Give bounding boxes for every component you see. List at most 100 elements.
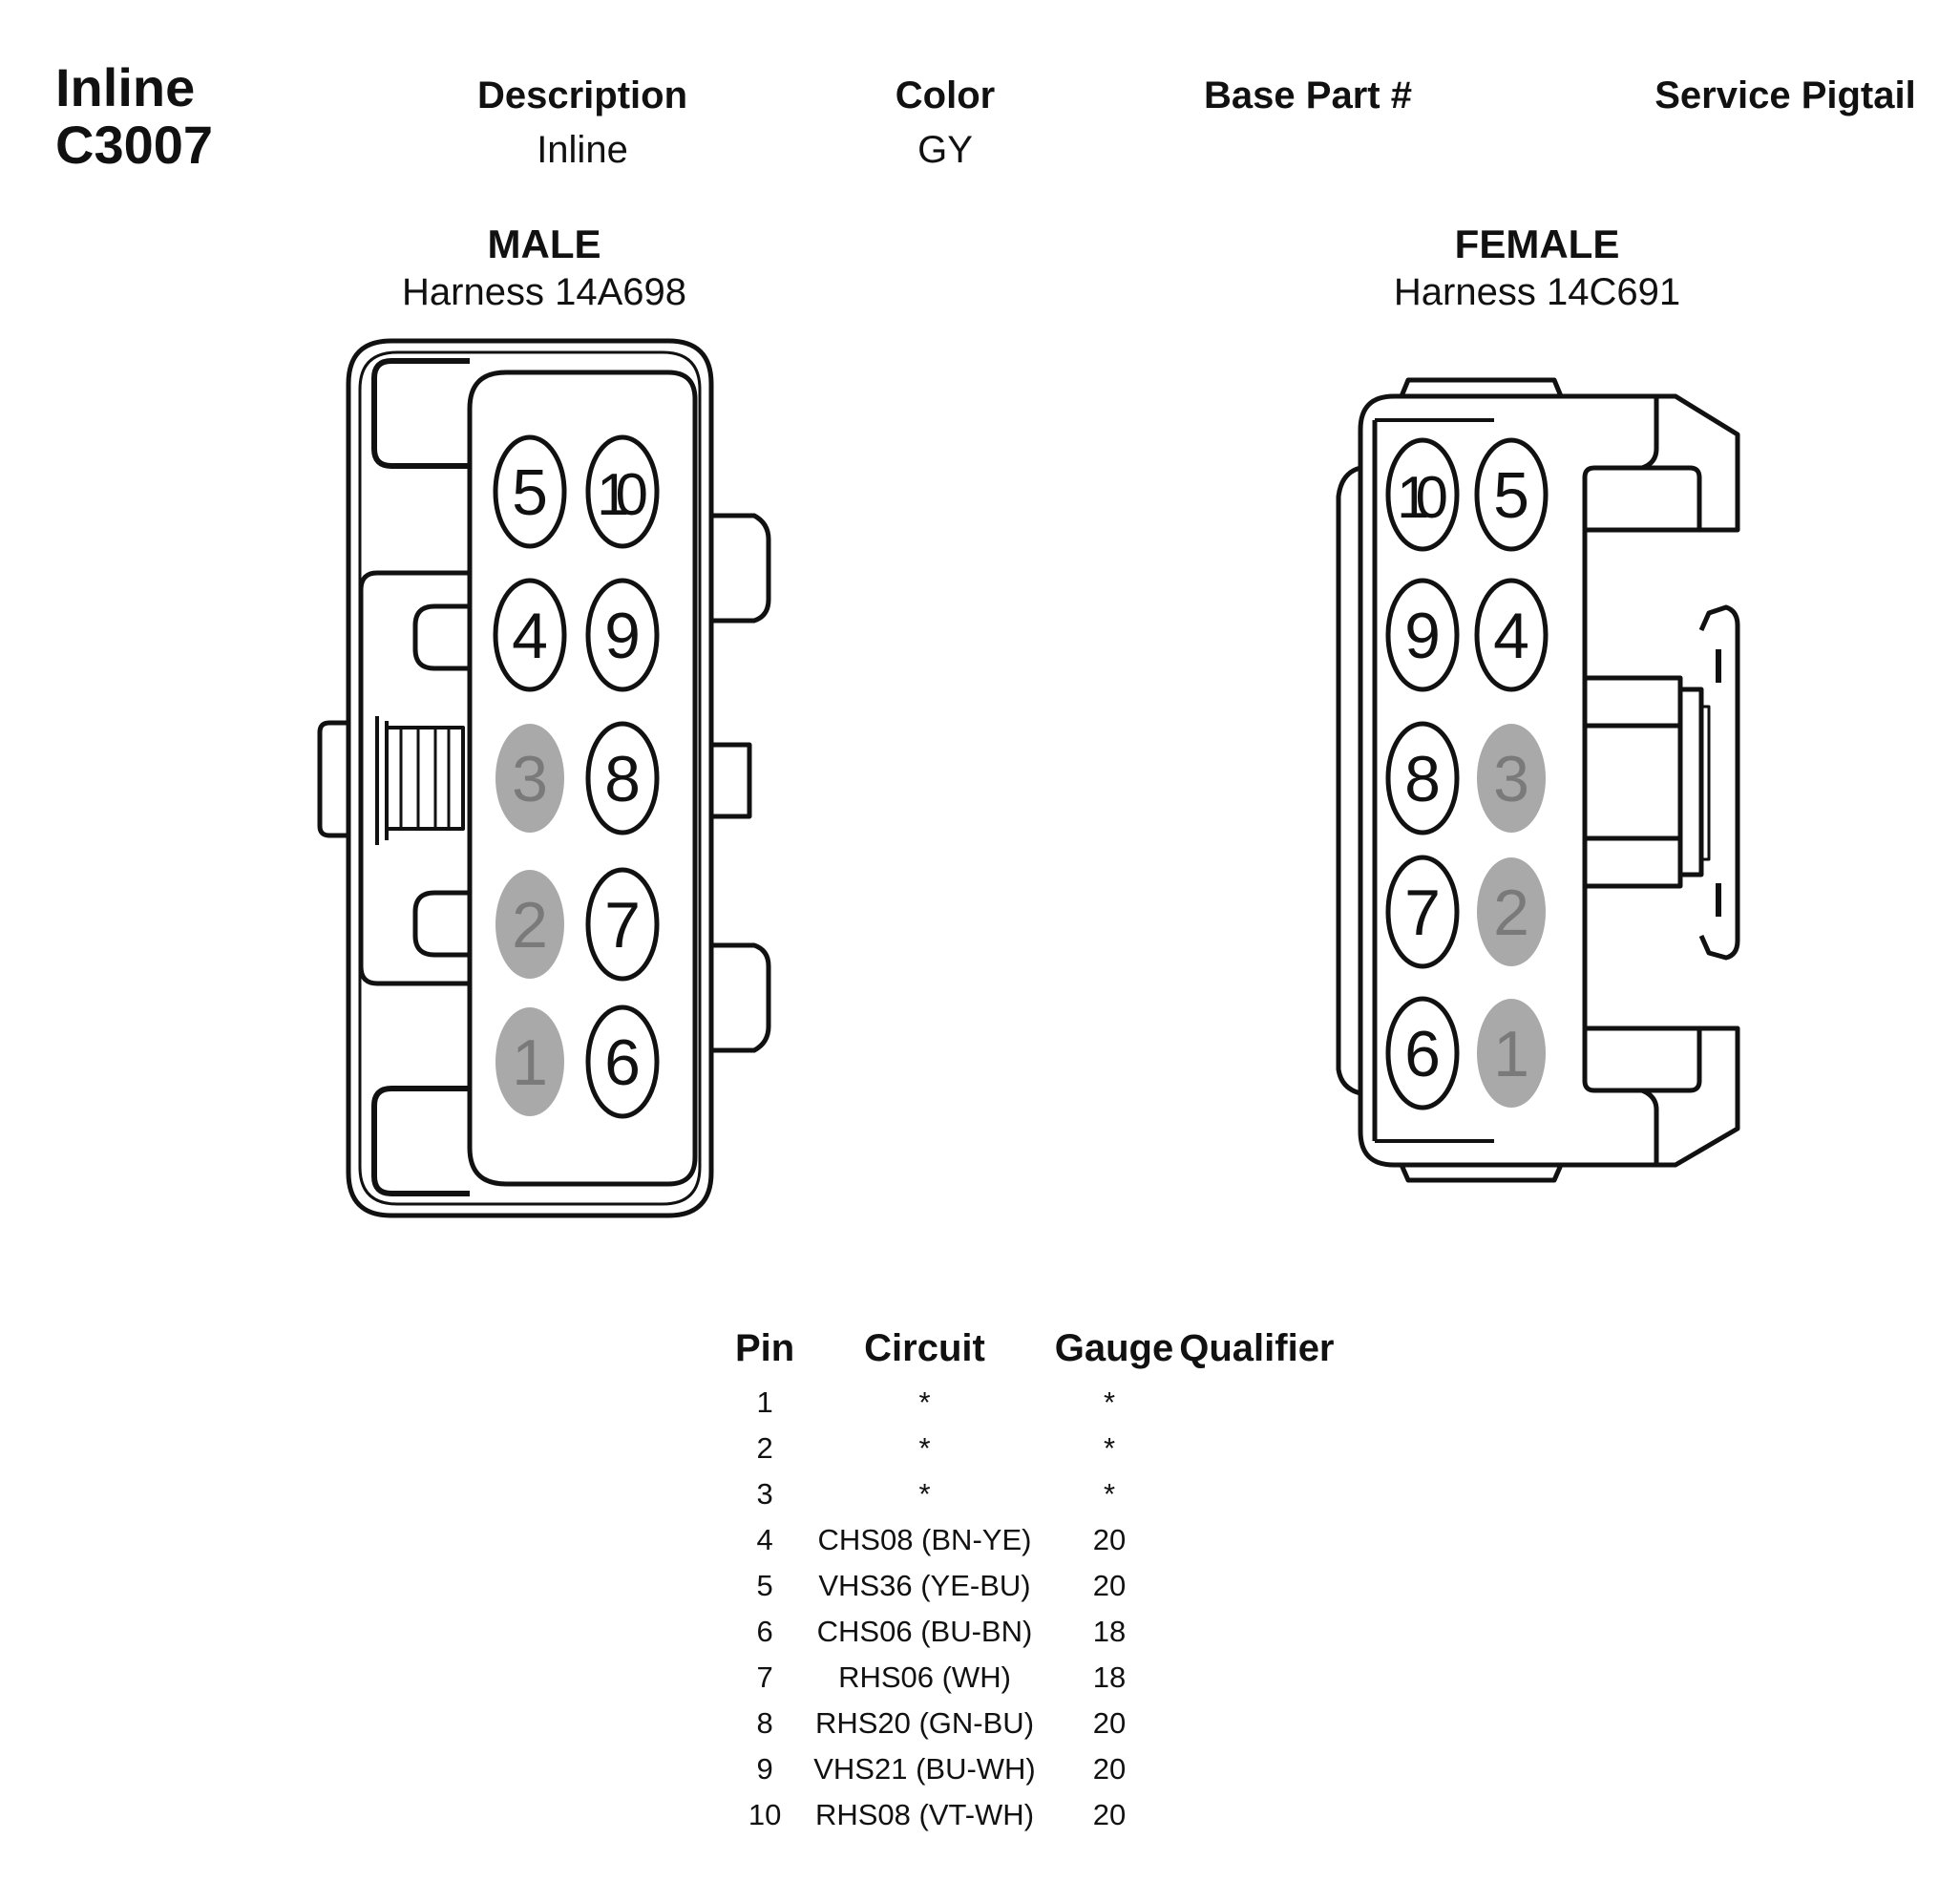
pin-table-header: Pin Circuit Gauge Qualifier [726,1327,1344,1380]
female-pin-label-3: 3 [1493,743,1529,815]
male-pin-4 [493,578,567,692]
female-pin-3 [1477,724,1546,833]
female-pin-label-7: 7 [1404,877,1441,949]
base-part-label: Base Part # [1204,74,1412,116]
color-column: Color GY [840,74,1050,172]
female-pin-4 [1474,578,1549,692]
circuit-cell: RHS08 (VT-WH) [814,1798,1035,1831]
gauge-cell: 20 [1092,1569,1127,1602]
female-pin-5 [1474,437,1549,552]
circuit-cell: CHS08 (BN-YE) [817,1523,1032,1556]
gauge-header: Gauge [1054,1327,1174,1369]
qualifier-cell [1173,1563,1343,1609]
circuit-cell: CHS06 (BU-BN) [816,1615,1033,1648]
circuit-cell: RHS20 (GN-BU) [814,1706,1035,1740]
male-harness: Harness 14A698 [402,271,686,313]
female-pin-label-5: 5 [1493,459,1529,532]
female-pin-10 [1385,437,1460,552]
male-pin-label-3: 3 [512,743,548,815]
service-pigtail-column: Service Pigtail [1623,74,1948,129]
qualifier-cell [1173,1471,1343,1517]
circuit-cell: * [918,1385,931,1419]
gauge-cell: 20 [1092,1798,1127,1831]
female-heading: FEMALE Harness 14C691 [1346,222,1728,314]
male-connector-outline [317,338,771,1218]
title-line-1: Inline [55,57,196,117]
qualifier-cell [1173,1792,1343,1838]
female-pin-6 [1385,996,1460,1110]
female-pin-label-1: 1 [1493,1018,1529,1090]
female-label: FEMALE [1454,222,1620,266]
description-value: Inline [537,129,628,171]
pin-number: 1 [756,1385,773,1419]
qualifier-cell [1173,1701,1343,1746]
circuit-cell: VHS21 (BU-WH) [813,1752,1036,1786]
base-part-column: Base Part # [1165,74,1451,129]
gauge-cell: 20 [1092,1523,1127,1556]
female-pin-7 [1385,855,1460,969]
gauge-cell: 18 [1092,1615,1127,1648]
female-pin-label-6: 6 [1404,1018,1441,1090]
female-pin-1 [1477,999,1546,1108]
male-pin-2 [495,870,564,979]
table-row: 10 RHS08 (VT-WH) 20 [726,1792,1344,1838]
qualifier-cell [1173,1426,1343,1471]
qualifier-cell [1173,1655,1343,1701]
male-pin-label-6: 6 [604,1026,641,1099]
circuit-cell: * [918,1431,931,1465]
male-pin-9 [585,578,660,692]
female-pin-8 [1385,721,1460,835]
pin-number: 9 [756,1752,773,1786]
table-row: 5 VHS36 (YE-BU) 20 [726,1563,1344,1609]
table-row: 2** [726,1426,1344,1471]
male-pin-1 [495,1007,564,1116]
qualifier-header: Qualifier [1179,1327,1335,1369]
table-row: 6 CHS06 (BU-BN) 18 [726,1609,1344,1655]
description-column: Description Inline [439,74,726,172]
table-row: 1 * * [726,1380,1344,1426]
pin-number: 7 [756,1660,773,1694]
male-pin-5 [493,434,567,549]
female-pin-label-4: 4 [1493,600,1529,672]
female-pin-label-9: 9 [1404,600,1441,672]
female-pin-2 [1477,857,1546,966]
female-pin-label-2: 2 [1493,877,1529,949]
table-row: 8 RHS20 (GN-BU) 20 [726,1701,1344,1746]
qualifier-cell [1173,1380,1343,1426]
male-pin-3 [495,724,564,833]
female-pin-9 [1385,578,1460,692]
table-row: 4 CHS08 (BN-YE) 20 [726,1517,1344,1563]
pin-number: 10 [748,1798,782,1831]
description-label: Description [476,74,688,116]
title-line-2: C3007 [55,115,214,175]
male-pin-label-5: 5 [512,456,548,529]
pin-number: 8 [756,1706,773,1740]
male-label: MALE [487,222,601,266]
pin-number: 5 [756,1569,773,1602]
gauge-cell: * [1103,1385,1116,1419]
gauge-cell: 20 [1092,1706,1127,1740]
pin-number: 4 [756,1523,773,1556]
male-pin-label-10: 10 [597,462,648,528]
qualifier-cell [1173,1746,1343,1792]
male-pin-label-4: 4 [512,600,548,672]
connector-title: Inline C3007 [55,59,213,174]
male-pin-7 [585,867,660,982]
pin-number: 6 [756,1615,773,1648]
gauge-cell: 20 [1092,1752,1127,1786]
pin-number: 3 [756,1477,773,1511]
male-pin-label-2: 2 [512,889,548,962]
color-label: Color [895,74,996,116]
gauge-cell: * [1103,1431,1116,1465]
male-pin-6 [585,1004,660,1119]
color-value: GY [917,129,973,171]
male-pin-label-8: 8 [604,743,641,815]
pin-header: Pin [735,1327,795,1369]
circuit-cell: VHS36 (YE-BU) [818,1569,1031,1602]
qualifier-cell [1173,1517,1343,1563]
service-pigtail-label: Service Pigtail [1654,74,1916,116]
